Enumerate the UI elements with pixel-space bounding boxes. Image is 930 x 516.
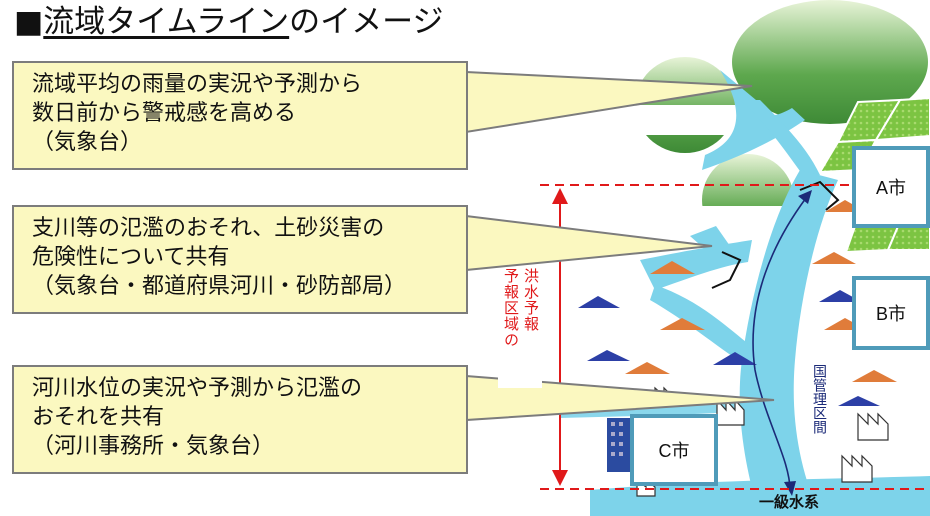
callout-line: （河川事務所・気象台） [32, 434, 275, 459]
factories [636, 386, 889, 497]
city-b-label: B市 [852, 276, 930, 350]
title-underlined-text: 流域タイムライン [43, 4, 290, 40]
callout-line: 支川等の氾濫のおそれ、土砂災害の [32, 216, 385, 241]
flood-forecast-area-label: 洪水予報 予報区域の [498, 268, 542, 388]
callout-line: 数日前から警戒感を高める [32, 101, 297, 126]
callout-line: おそれを共有 [32, 405, 165, 430]
city-a-label: A市 [852, 146, 930, 228]
jurisdiction-section-label: 国管理区間 [811, 364, 827, 434]
callout-line: 河川水位の実況や予測から氾濫の [32, 376, 363, 401]
callout-river-level: 河川水位の実況や予測から氾濫の おそれを共有 （河川事務所・気象台） [12, 365, 468, 474]
river [560, 70, 930, 516]
managed-section-arrow [752, 197, 807, 491]
flood-forecast-col-left: 予報区域の [502, 268, 520, 348]
callout-line: 流域平均の雨量の実況や予測から [32, 72, 363, 97]
city-c-label: C市 [630, 414, 718, 486]
title-bullet: ■ [14, 4, 44, 40]
callout-line: （気象台） [32, 130, 143, 155]
river-system-label: 一級水系 [759, 493, 820, 511]
page-title: ■流域タイムラインのイメージ [14, 2, 444, 42]
callout-line: 危険性について共有 [32, 245, 230, 270]
tall-building [607, 418, 631, 472]
title-suffix: のイメージ [289, 4, 444, 40]
flood-forecast-col-right: 洪水予報 [522, 268, 540, 332]
callout-tributary-flood: 支川等の氾濫のおそれ、土砂災害の 危険性について共有 （気象台・都道府県河川・砂… [12, 205, 468, 314]
callout-line: （気象台・都道府県河川・砂防部局） [32, 274, 407, 299]
hill-top [732, 0, 928, 124]
callout-basin-rainfall: 流域平均の雨量の実況や予測から 数日前から警戒感を高める （気象台） [12, 61, 468, 170]
